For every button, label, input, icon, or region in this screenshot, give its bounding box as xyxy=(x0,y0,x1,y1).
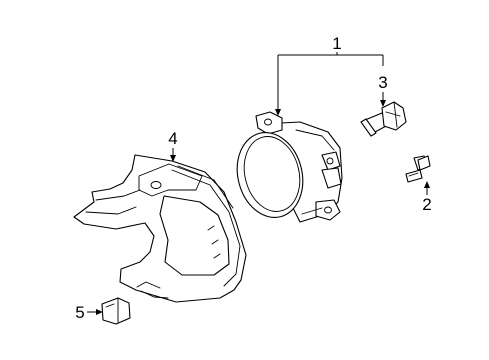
callout-2-label: 2 xyxy=(422,195,431,214)
callout-3-label: 3 xyxy=(378,73,387,92)
mounting-bracket-icon xyxy=(73,154,247,303)
leader-lines xyxy=(87,52,428,313)
screw-icon xyxy=(405,155,431,183)
callout-1-label: 1 xyxy=(332,34,341,53)
clip-icon xyxy=(101,297,131,325)
leader-arrowheads xyxy=(96,100,430,315)
callout-5-label: 5 xyxy=(75,303,84,322)
fog-lamp-assembly-icon xyxy=(236,111,343,223)
callout-4-label: 4 xyxy=(168,129,177,148)
bulb-icon xyxy=(360,101,407,137)
